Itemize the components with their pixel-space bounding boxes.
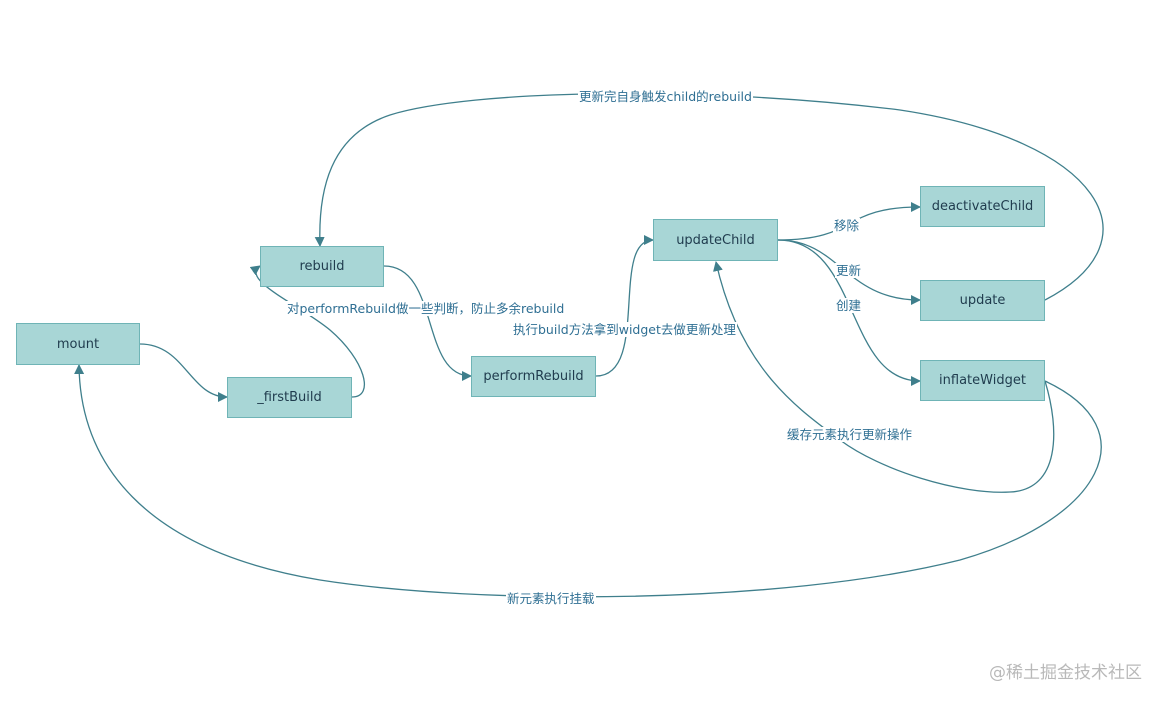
edge-inflatewidget-to-updatechild <box>713 261 1055 493</box>
node-rebuild: rebuild <box>260 246 384 287</box>
edge-performrebuild-to-updatechild <box>595 235 654 377</box>
edge-label-cache-element-update: 缓存元素执行更新操作 <box>786 427 914 442</box>
node-mount: mount <box>16 323 140 365</box>
edge-label-update-self-trigger-child-rebuild: 更新完自身触发child的rebuild <box>578 89 753 104</box>
edge-rebuild-to-performrebuild <box>383 265 472 381</box>
node-inflatewidget: inflateWidget <box>920 360 1045 401</box>
edge-label-update: 更新 <box>835 263 863 278</box>
edge-label-new-element-mount: 新元素执行挂载 <box>506 591 596 606</box>
edge-inflatewidget-to-mount <box>74 364 1102 598</box>
node-updatechild: updateChild <box>653 219 778 261</box>
edge-label-create: 创建 <box>835 298 863 313</box>
node-deactivatechild: deactivateChild <box>920 186 1045 227</box>
watermark: @稀土掘金技术社区 <box>989 663 1142 683</box>
edge-label-execute-build: 执行build方法拿到widget去做更新处理 <box>512 322 737 337</box>
edge-mount-to-firstbuild <box>139 343 228 402</box>
node-firstbuild: _firstBuild <box>227 377 352 418</box>
edge-label-rebuild-check: 对performRebuild做一些判断，防止多余rebuild <box>286 301 566 316</box>
edge-label-remove: 移除 <box>833 218 861 233</box>
node-performrebuild: performRebuild <box>471 356 596 397</box>
node-update: update <box>920 280 1045 321</box>
